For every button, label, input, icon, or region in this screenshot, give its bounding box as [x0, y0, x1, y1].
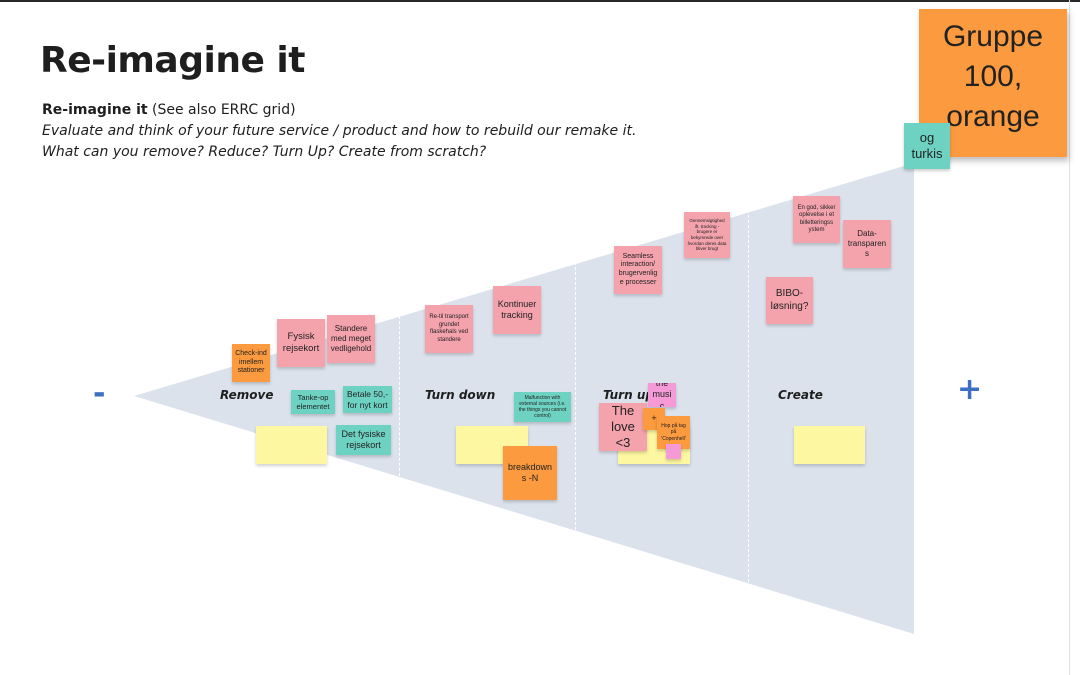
column-label-remove: Remove [220, 388, 274, 402]
sticky-note[interactable]: Re-til transport grundet flaskehals ved … [425, 305, 473, 353]
description-line-1: Re-imagine it (See also ERRC grid) [42, 100, 636, 121]
sticky-note[interactable]: Tanke-op elementet [291, 390, 335, 414]
page-title: Re-imagine it [40, 40, 305, 81]
plus-symbol: + [957, 372, 983, 407]
description-bold: Re-imagine it [42, 102, 148, 118]
description-line-3: What can you remove? Reduce? Turn Up? Cr… [42, 144, 487, 160]
sticky-note[interactable] [256, 426, 327, 464]
sticky-note[interactable]: Hop på tag på 'Copenhell' [657, 416, 690, 449]
sticky-note[interactable]: BIBO-løsning? [766, 277, 813, 324]
sticky-note[interactable]: Kontinuer tracking [493, 286, 541, 334]
column-label-create: Create [778, 388, 823, 402]
group-tag-note[interactable]: og turkis [904, 123, 950, 169]
column-separator-1 [399, 316, 400, 476]
minus-symbol: - [93, 376, 106, 411]
sticky-note[interactable]: Fysisk rejsekort [277, 319, 325, 367]
sticky-note[interactable]: Check-ind imellem stationer [232, 344, 270, 382]
description-rest: (See also ERRC grid) [147, 102, 296, 118]
sticky-note[interactable]: Betale 50,- for nyt kort [343, 386, 392, 413]
sticky-note[interactable]: Det fysiske rejsekort [336, 425, 391, 455]
sticky-note[interactable]: Data-transparens [843, 220, 891, 268]
top-border [0, 0, 1080, 2]
sticky-note[interactable]: the music [648, 383, 676, 407]
sticky-note[interactable]: Malfunction with external sources (i.e. … [514, 392, 571, 422]
page-description: Re-imagine it (See also ERRC grid) Evalu… [42, 100, 636, 163]
sticky-note[interactable]: En god, sikker oplevelse i et billetteri… [793, 196, 840, 243]
column-separator-3 [748, 210, 749, 582]
sticky-note[interactable]: breakdowns -N [503, 446, 557, 500]
sticky-note[interactable] [794, 426, 865, 464]
sticky-note[interactable]: Gennemsigtighed ift. tracking - brugere … [684, 212, 730, 258]
sticky-note[interactable] [666, 444, 681, 459]
sticky-note[interactable]: The love <3 [599, 403, 647, 451]
column-separator-2 [575, 262, 576, 530]
right-border [1069, 0, 1070, 675]
column-label-turn-up: Turn up [603, 388, 654, 402]
description-line-2: Evaluate and think of your future servic… [42, 123, 637, 139]
sticky-note[interactable]: Standere med meget vedligehold [327, 315, 375, 363]
column-label-turn-down: Turn down [425, 388, 496, 402]
sticky-note[interactable]: Seamless interaction/ brugervenlig e pro… [614, 246, 662, 294]
